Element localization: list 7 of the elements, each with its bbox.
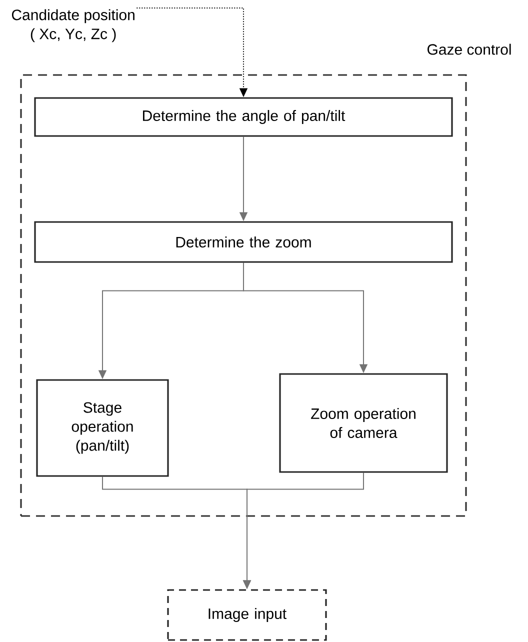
input-label: Candidate position ( Xc, Yc, Zc ) xyxy=(12,9,134,42)
process-box: Stage operation (pan/tilt) xyxy=(36,379,169,477)
node-label: Gaze control xyxy=(428,44,511,55)
process-box: Zoom operation of camera xyxy=(279,373,448,473)
process-box: Determine the zoom xyxy=(34,221,453,263)
output-box: Image input xyxy=(167,589,327,641)
process-box: Determine the angle of pan/tilt xyxy=(34,97,453,137)
